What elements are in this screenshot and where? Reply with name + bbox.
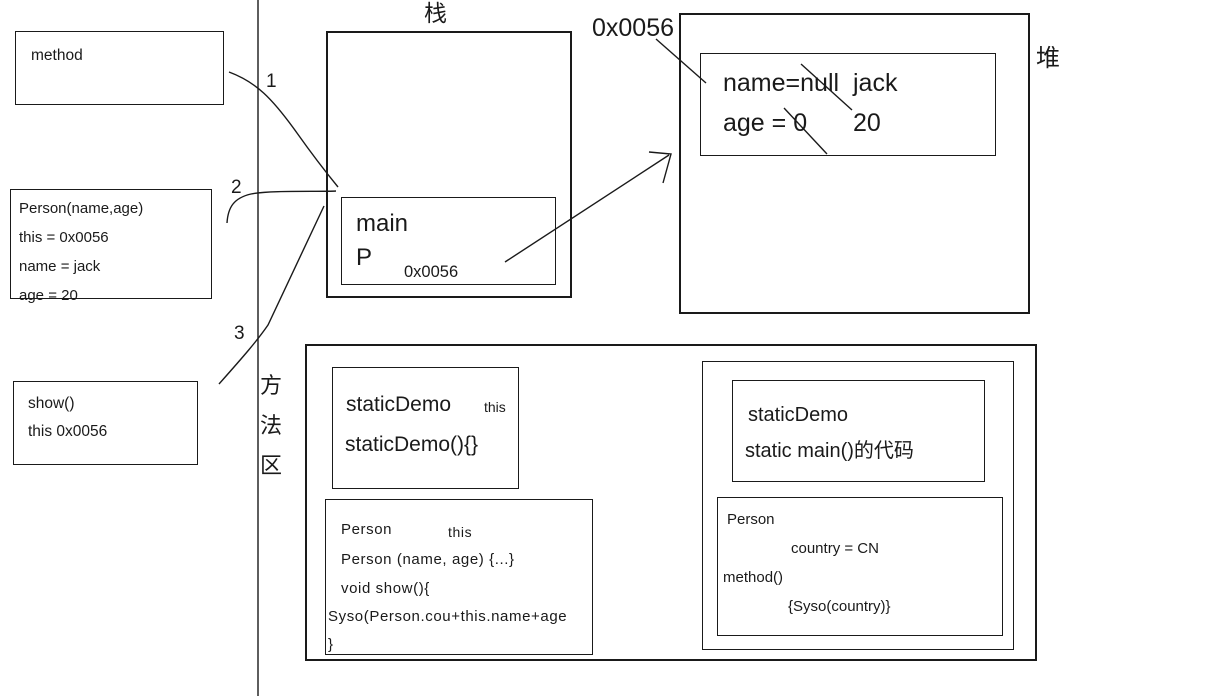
static-demo-this-ref: this bbox=[484, 399, 506, 415]
show-frame-line: this 0x0056 bbox=[28, 423, 108, 440]
heap-object-address-label: 0x0056 bbox=[592, 14, 675, 42]
step-1-label: 1 bbox=[266, 71, 277, 92]
static-demo-constructor: staticDemo(){} bbox=[345, 433, 479, 456]
method-area-char: 方 bbox=[259, 373, 282, 398]
person-code-constructor: Person (name, age) {...} bbox=[341, 551, 515, 568]
person-frame-line: this = 0x0056 bbox=[19, 229, 109, 246]
heap-box bbox=[679, 13, 1030, 314]
object-age-field: age = 0 bbox=[723, 109, 808, 137]
method-area-label: 方 法 区 bbox=[259, 366, 283, 486]
person-class-box: Person country = CN method() {Syso(count… bbox=[717, 497, 1003, 636]
step-2-curve bbox=[226, 190, 337, 224]
person-constructor-frame-box: Person(name,age) this = 0x0056 name = ja… bbox=[10, 189, 212, 304]
main-stack-frame-box: main P 0x0056 bbox=[341, 197, 556, 285]
static-main-body: static main()的代码 bbox=[745, 440, 914, 462]
loaded-classes-group-box bbox=[702, 361, 1014, 650]
object-age-new-value: 20 bbox=[853, 109, 881, 137]
method-frame-box: method bbox=[15, 31, 224, 105]
step-1-curve bbox=[228, 71, 339, 188]
show-frame-line: show() bbox=[28, 395, 75, 412]
main-frame-variable: P bbox=[356, 244, 373, 271]
static-main-code-box: staticDemo static main()的代码 bbox=[732, 380, 985, 482]
step-3-label: 3 bbox=[234, 323, 245, 344]
person-frame-line: name = jack bbox=[19, 258, 101, 275]
person-code-method-body: Syso(Person.cou+this.name+age bbox=[328, 608, 568, 625]
object-name-new-value: jack bbox=[853, 69, 898, 97]
person-class-method-body: {Syso(country)} bbox=[788, 598, 891, 615]
heap-label: 堆 bbox=[1036, 45, 1060, 72]
object-name-field: name=null bbox=[723, 69, 840, 97]
main-frame-name: main bbox=[356, 210, 409, 237]
person-class-code-box: Person this Person (name, age) {...} voi… bbox=[325, 499, 593, 655]
method-area-char: 法 bbox=[259, 413, 282, 438]
person-code-this-ref: this bbox=[448, 524, 473, 540]
person-frame-line: age = 20 bbox=[19, 287, 78, 304]
static-demo-class-box: staticDemo this staticDemo(){} bbox=[332, 367, 519, 489]
step-2-label: 2 bbox=[231, 177, 242, 198]
person-frame-line: Person(name,age) bbox=[19, 200, 144, 217]
person-object-box: name=null jack age = 0 20 bbox=[700, 53, 996, 156]
reference-arrow-head bbox=[648, 151, 672, 184]
person-code-method-decl: void show(){ bbox=[341, 580, 430, 597]
method-area-char: 区 bbox=[259, 453, 282, 478]
person-class-title: Person bbox=[727, 511, 775, 528]
method-frame-label: method bbox=[31, 47, 83, 64]
stack-label: 栈 bbox=[424, 0, 447, 26]
method-area-box bbox=[305, 344, 1037, 661]
person-class-country-field: country = CN bbox=[791, 540, 879, 557]
static-main-title: staticDemo bbox=[748, 404, 849, 426]
person-code-closing-brace: } bbox=[328, 636, 334, 653]
person-class-method: method() bbox=[723, 569, 784, 586]
show-method-frame-box: show() this 0x0056 bbox=[13, 381, 198, 465]
main-frame-address: 0x0056 bbox=[404, 263, 459, 281]
static-demo-title: staticDemo bbox=[346, 393, 452, 416]
person-code-title: Person bbox=[341, 521, 393, 538]
